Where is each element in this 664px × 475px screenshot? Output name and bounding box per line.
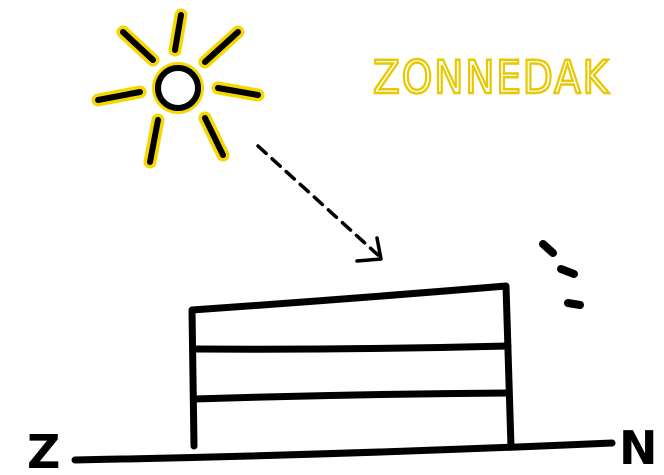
shade-dashes-icon: [543, 244, 580, 305]
building: [192, 286, 511, 447]
south-label: Z: [27, 425, 60, 475]
sunlight-arrow-icon: [258, 146, 381, 261]
ground-line: [75, 443, 612, 460]
north-label: N: [619, 421, 658, 475]
building-outline: [192, 286, 511, 447]
sun-icon: [98, 15, 258, 162]
title-zonnedak: ZONNEDAK: [373, 51, 610, 104]
floor-line-lower: [194, 393, 509, 399]
floor-line-upper: [194, 346, 508, 349]
